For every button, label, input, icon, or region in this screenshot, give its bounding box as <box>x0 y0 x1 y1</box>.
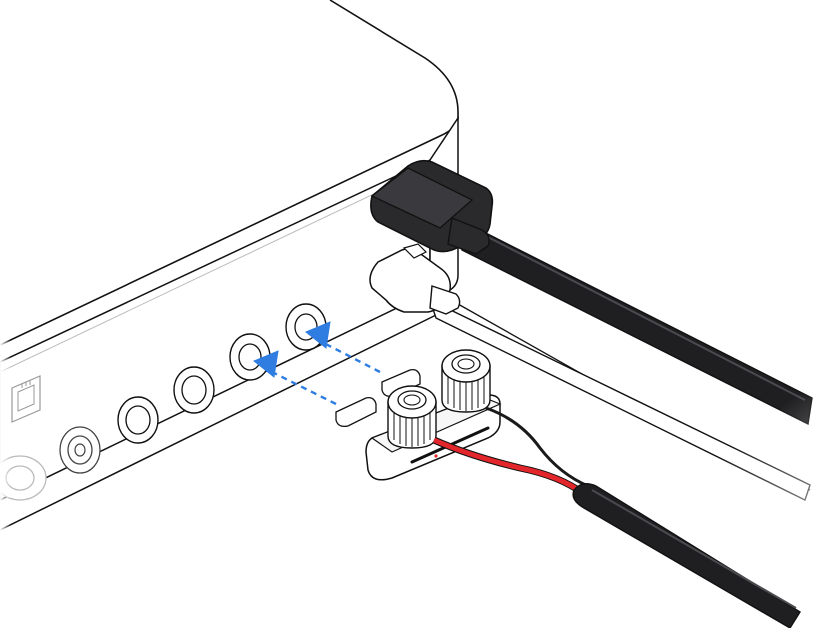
binding-post-knob-left <box>387 385 437 449</box>
insert-arrow-guide-1 <box>317 338 381 374</box>
insert-arrow-head-2 <box>253 350 279 378</box>
adapter-polarity-dot <box>434 454 438 458</box>
left-fade <box>0 0 90 628</box>
speaker-wire-black <box>485 406 589 488</box>
banana-plug-adapter <box>335 349 801 628</box>
speaker-cable-jacket-highlight <box>591 489 797 609</box>
insert-arrow-head-1 <box>305 321 331 349</box>
binding-post-knob-right <box>441 349 491 413</box>
speaker-wire-red-fill <box>432 437 586 497</box>
banana-pin-lower <box>335 396 377 428</box>
insert-arrow-icon <box>253 321 381 406</box>
insert-arrow-guide-2 <box>265 367 337 406</box>
banana-pin-upper <box>381 368 421 398</box>
speaker-cable-jacket <box>572 483 801 628</box>
